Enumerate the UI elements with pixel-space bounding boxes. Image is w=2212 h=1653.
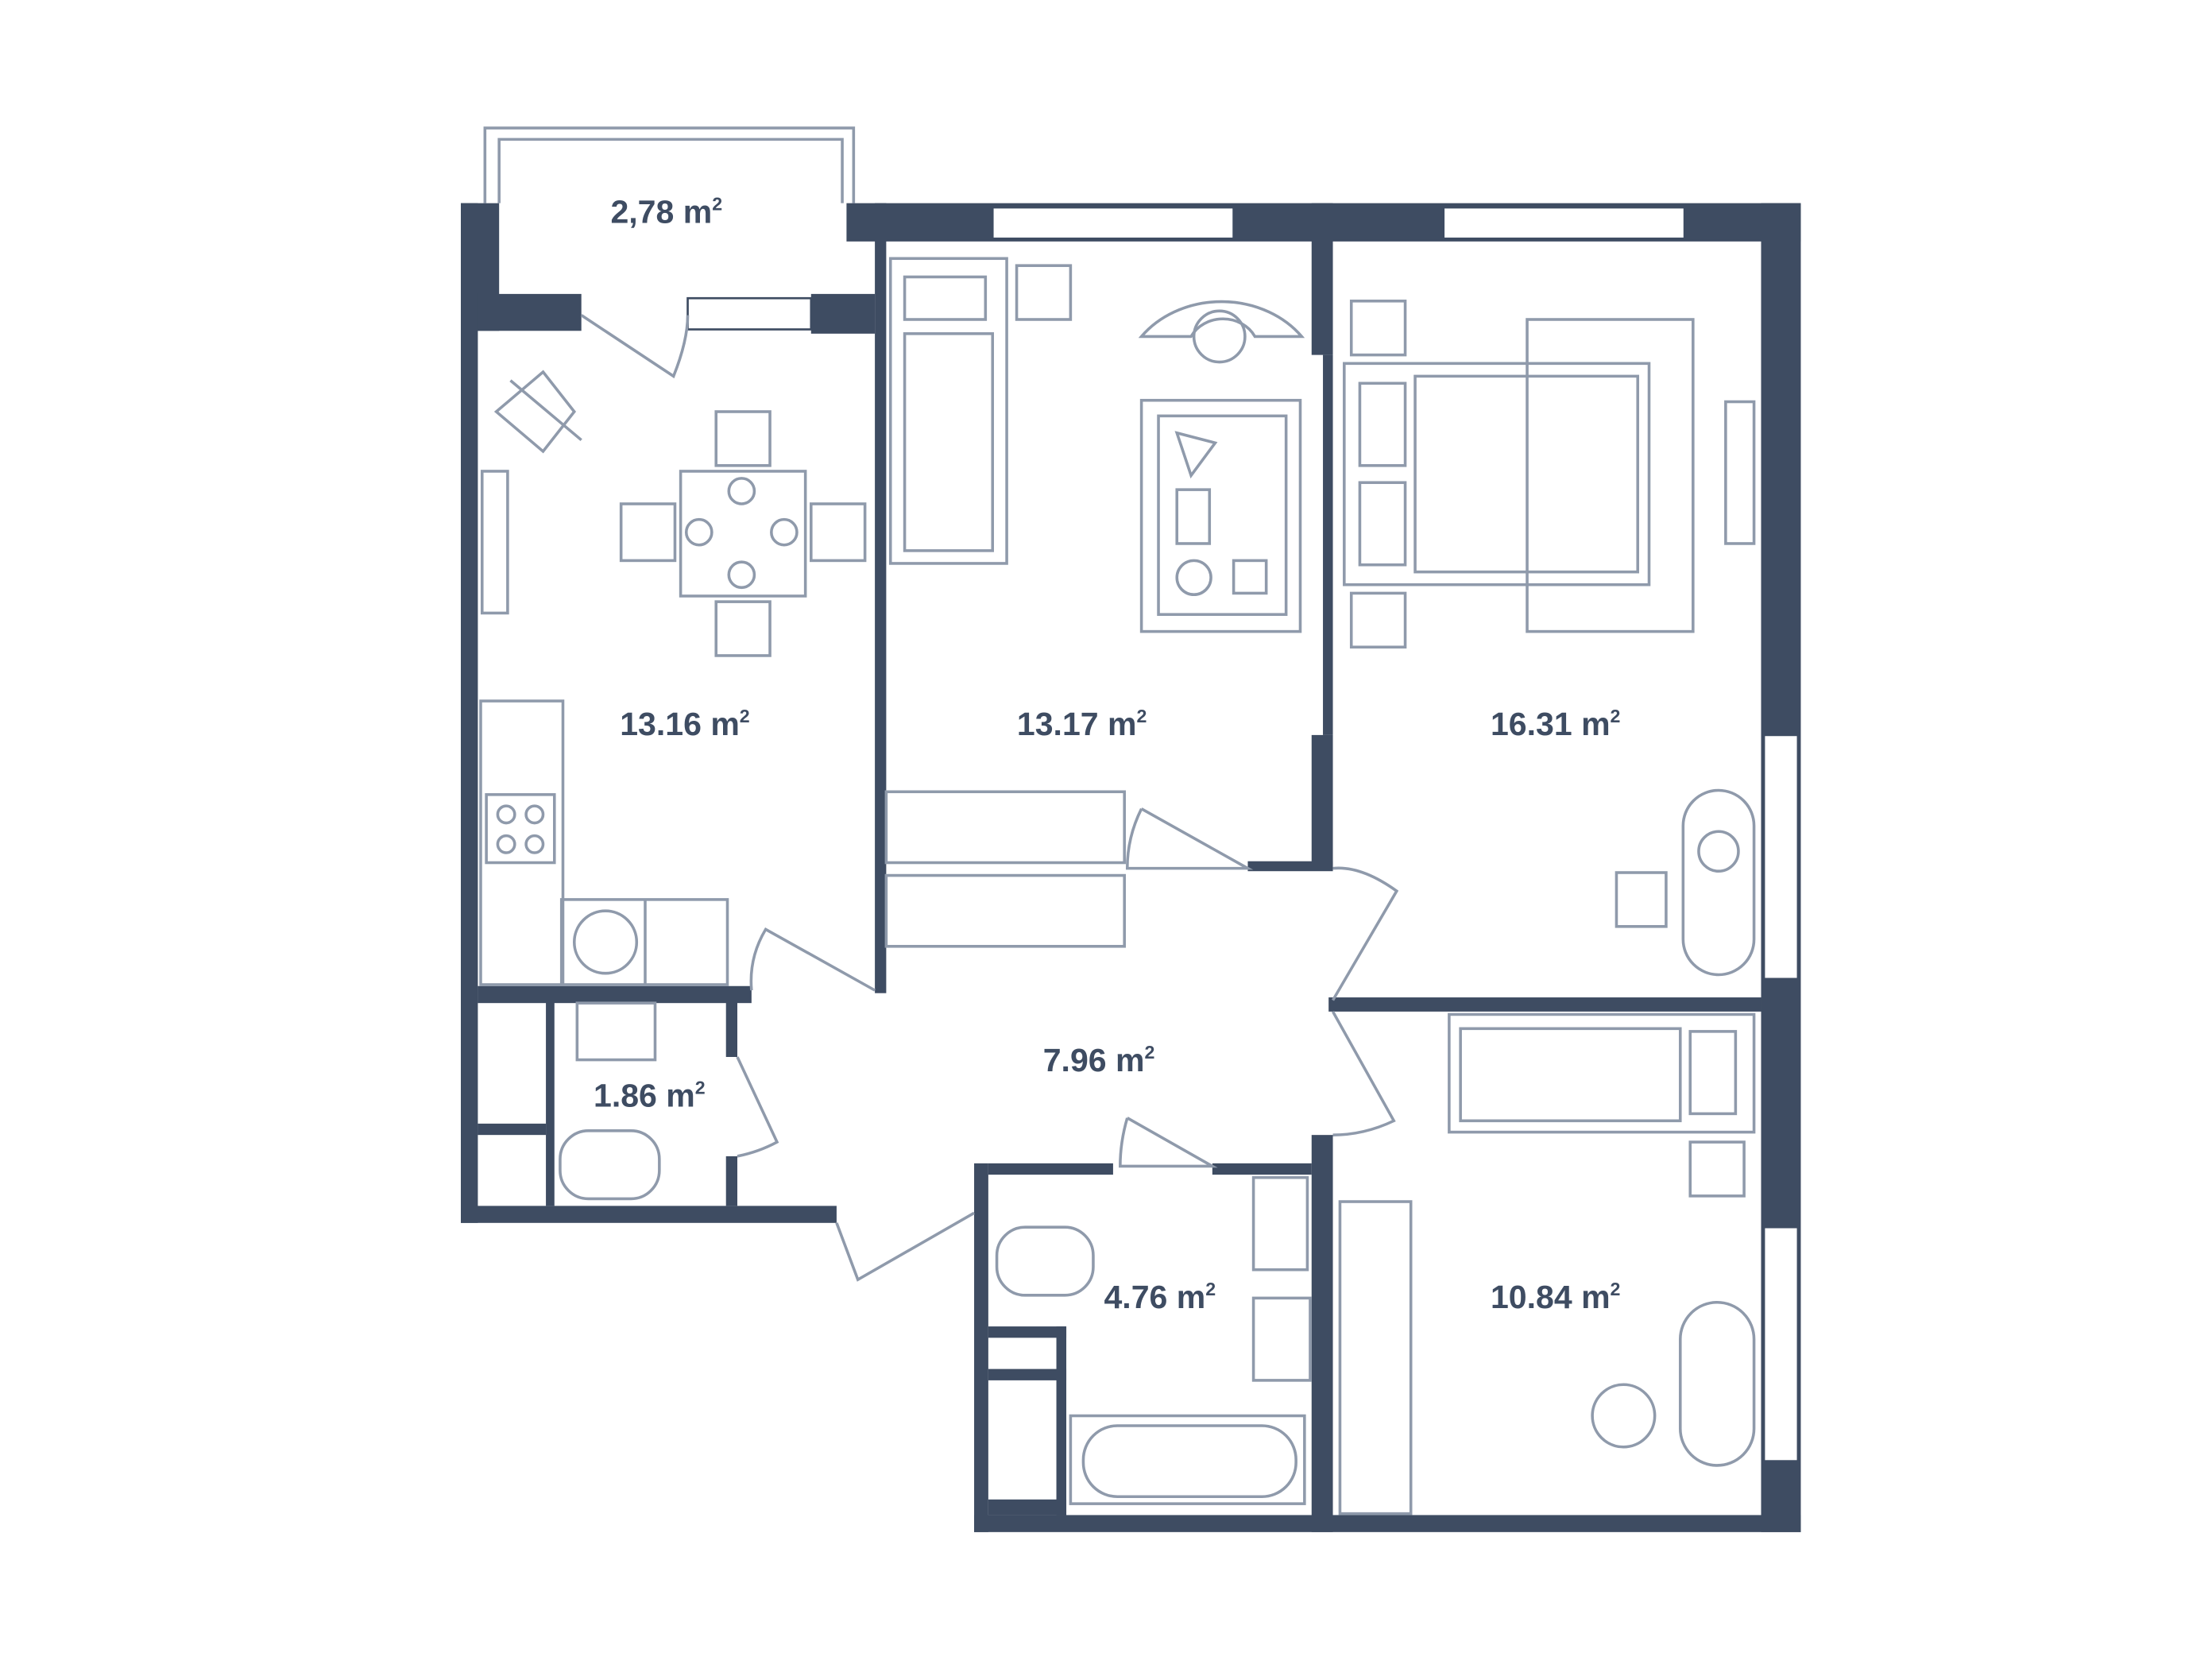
doors [580, 314, 1399, 1282]
room-area-wc: 1.86 m2 [594, 1077, 706, 1113]
room-area-bedroom-2: 16.31 m2 [1491, 706, 1620, 742]
room-area-bathroom: 4.76 m2 [1104, 1279, 1216, 1315]
furniture [479, 257, 1756, 1516]
room-area-bedroom-3: 10.84 m2 [1491, 1279, 1620, 1315]
room-area-hallway: 7.96 m2 [1043, 1042, 1155, 1078]
room-area-kitchen: 13.16 m2 [620, 706, 749, 742]
windows [483, 126, 1800, 1462]
room-labels: 2,78 m2 13.16 m2 13.17 m2 16.31 m2 7.96 … [594, 194, 1620, 1315]
room-area-balcony: 2,78 m2 [610, 194, 722, 230]
room-area-bedroom-1: 13.17 m2 [1017, 706, 1147, 742]
